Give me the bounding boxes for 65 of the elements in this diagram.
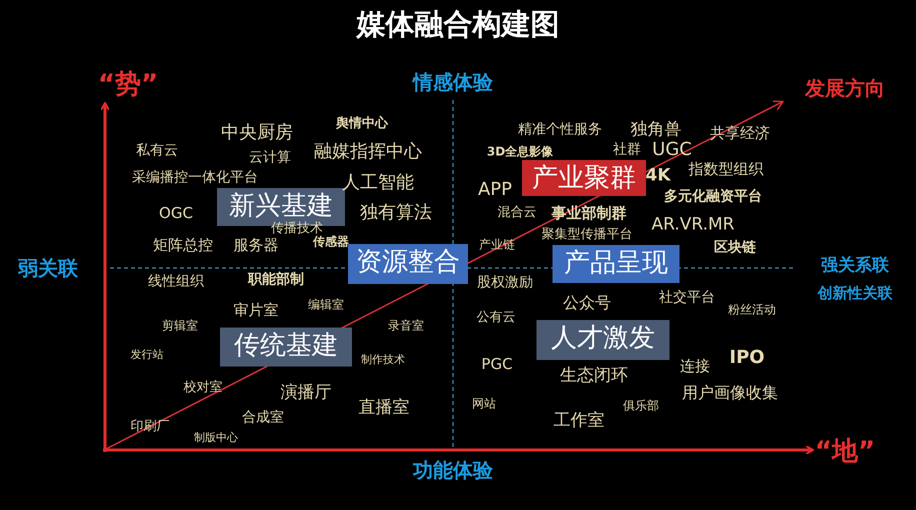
axis-label: “地” (814, 438, 876, 466)
keyword-label: 职能部制 (248, 272, 304, 288)
keyword-label: 制版中心 (194, 432, 238, 444)
axis-label: 功能体验 (413, 459, 493, 481)
keyword-label: 俱乐部 (623, 399, 659, 413)
keyword-label: 混合云 (498, 206, 536, 220)
keyword-label: 校对室 (184, 380, 222, 396)
keyword-label: APP (478, 180, 512, 200)
keyword-label: 舆情中心 (336, 116, 388, 132)
keyword-label: 连接 (680, 358, 710, 374)
keyword-label: 人工智能 (342, 173, 414, 193)
keyword-label: 区块链 (714, 240, 756, 256)
keyword-label: 私有云 (136, 143, 178, 159)
axis-label: 发展方向 (805, 77, 885, 99)
keyword-box: 产业聚群 (522, 160, 646, 196)
axis-label: “势” (98, 70, 158, 100)
axis-label: 情感体验 (413, 71, 493, 93)
keyword-label: 剪辑室 (162, 319, 198, 333)
keyword-label: AR.VR.MR (652, 216, 734, 234)
keyword-label: 制作技术 (361, 354, 405, 366)
keyword-label: 演播厅 (280, 384, 332, 402)
keyword-label: 中央厨房 (221, 123, 293, 143)
keyword-label: 公有云 (476, 310, 516, 326)
keyword-label: 精准个性服务 (518, 122, 602, 138)
keyword-label: 工作室 (554, 412, 604, 430)
keyword-label: 股权激励 (477, 275, 533, 291)
keyword-label: 审片室 (234, 302, 278, 318)
keyword-label: 公众号 (563, 294, 611, 312)
keyword-label: 用户画像收集 (682, 384, 778, 402)
keyword-label: UGC (652, 140, 692, 160)
keyword-label: 传感器 (313, 235, 349, 249)
keyword-label: IPO (729, 348, 765, 368)
axis-label: 创新性关联 (818, 284, 892, 302)
keyword-label: 聚集型传播平台 (542, 228, 632, 242)
keyword-label: 融媒指挥中心 (314, 142, 422, 162)
keyword-label: 网站 (472, 397, 496, 411)
keyword-label: 采编播控一体化平台 (132, 170, 258, 186)
keyword-label: 直播室 (358, 398, 410, 418)
keyword-label: 粉丝活动 (728, 303, 776, 317)
keyword-label: 多元化融资平台 (664, 189, 762, 205)
keyword-label: 社交平台 (659, 290, 715, 306)
keyword-label: 独有算法 (360, 203, 432, 223)
keyword-label: 服务器 (234, 236, 278, 254)
keyword-label: 云计算 (249, 150, 291, 166)
keyword-label: OGC (159, 204, 193, 222)
keyword-box: 传统基建 (220, 328, 352, 366)
keyword-box: 产品呈现 (552, 245, 680, 283)
keyword-label: 4K (646, 166, 670, 186)
keyword-label: 指数型组织 (688, 160, 764, 178)
keyword-label: 社群 (613, 142, 641, 158)
axis-label: 强关系联 (821, 256, 889, 276)
keyword-label: 独角兽 (630, 120, 682, 140)
keyword-box: 人才激发 (536, 320, 670, 360)
keyword-label: PGC (481, 356, 513, 372)
title: 媒体融合构建图 (356, 6, 560, 43)
keyword-label: 合成室 (242, 410, 284, 426)
keyword-label: 矩阵总控 (153, 236, 213, 254)
keyword-label: 编辑室 (308, 298, 344, 312)
keyword-label: 发行站 (130, 348, 164, 362)
keyword-box: 资源整合 (348, 244, 468, 284)
axis-label: 弱关联 (18, 257, 78, 279)
keyword-label: 生态闭环 (560, 366, 628, 386)
keyword-label: 线性组织 (148, 274, 204, 290)
keyword-label: 3D全息影像 (486, 145, 554, 159)
keyword-label: 录音室 (388, 319, 424, 333)
